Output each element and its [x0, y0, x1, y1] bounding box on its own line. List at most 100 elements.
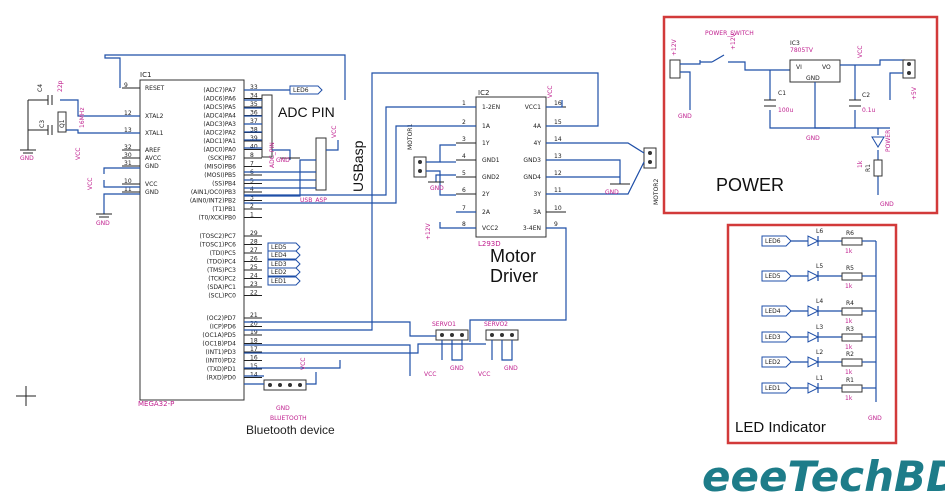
servo1-ref: SERVO1: [432, 321, 456, 328]
led-netlabel-text: LED2: [271, 269, 287, 276]
power-section-frame: [662, 15, 939, 215]
ic2-pin-number: 11: [554, 187, 562, 194]
led-resistor: [841, 358, 863, 367]
ic1-pin-name: (RXD)PD0: [206, 375, 236, 382]
ic1-pin-name: (MOSI)PB5: [204, 172, 236, 179]
r1-power-value: 1k: [857, 160, 864, 168]
led6-net-text: LED6: [293, 87, 309, 94]
resistor-value: 1k: [845, 369, 853, 376]
ic1-pin-name: GND: [145, 189, 159, 196]
ic1-pin-name: XTAL2: [145, 113, 164, 120]
ic1-pin-name: (INT0)PD2: [206, 358, 237, 365]
ic1-pin-name: (T0/XCK)PB0: [198, 215, 236, 222]
led-netlabel-text: LED4: [271, 252, 287, 259]
resistor-ref: R5: [846, 265, 854, 272]
gnd-label-servo2: GND: [504, 365, 518, 372]
ic1-pin-name: (OC1A)PD5: [202, 332, 236, 339]
ic2-pin-name: 3A: [533, 209, 542, 216]
resistor-ref: R2: [846, 351, 854, 358]
ic1-ref: IC1: [140, 71, 151, 79]
ic1-pin-name: (ADC7)PA7: [203, 87, 236, 94]
led-diode-symbol: [807, 382, 820, 394]
gnd-label-ic2-right: GND: [605, 189, 619, 196]
ic1-pin-number: 5: [250, 178, 254, 185]
ic1-pin-name: (T1)PB1: [212, 206, 236, 213]
led-ref: L3: [816, 324, 823, 331]
power-circuit: +12V GND POWER_SWITCH +12V IC3 7805TV VI…: [669, 30, 918, 208]
gnd-label-servo1: GND: [450, 365, 464, 372]
ic2-pin-name: 2A: [482, 209, 491, 216]
ic2-pin-name: 1Y: [482, 140, 490, 147]
ic2-ref: IC2: [478, 89, 489, 97]
led-diode-symbol: [807, 305, 820, 317]
led-netlabel-flag: [267, 276, 301, 286]
crystal-circuit: GND C4 22p C3 Q1 16MHz: [20, 54, 346, 162]
ic2-pin-number: 15: [554, 119, 562, 126]
led-input-flag: [761, 270, 792, 282]
c4-value: 22p: [57, 80, 64, 92]
ic1-pin-name: (ADC4)PA4: [203, 113, 236, 120]
ic1-pin-number: 14: [250, 372, 258, 379]
ic2-pin-name: 3Y: [534, 191, 542, 198]
resistor-value: 1k: [845, 248, 853, 255]
ic1-pin-number: 30: [124, 152, 132, 159]
resistor-value: 1k: [845, 395, 853, 402]
led-indicator-caption: LED Indicator: [735, 419, 826, 436]
servo2-ref: SERVO2: [484, 321, 508, 328]
ic1-pin-name: (TCK)PC2: [208, 276, 236, 283]
ic1-pin-number: 36: [250, 110, 258, 117]
led-diode-symbol: [807, 356, 820, 368]
ic1-pin-number: 25: [250, 264, 258, 271]
c2-ref: C2: [862, 92, 870, 99]
ic2-pin-name: VCC1: [525, 104, 541, 111]
led-input-text: LED2: [765, 359, 781, 366]
led-resistor: [841, 307, 863, 316]
ic1-pin-number: 11: [124, 186, 132, 193]
ic1-pin-name: (TXD)PD1: [207, 366, 236, 373]
led-input-text: LED4: [765, 308, 781, 315]
ic2-pin-number: 6: [462, 187, 466, 194]
ic2-pin-name: 1A: [482, 123, 491, 130]
ic1-pin-name: (SS)PB4: [212, 181, 236, 188]
ic1-pin-number: 37: [250, 118, 258, 125]
vcc-label-servo1: VCC: [424, 371, 436, 378]
vcc-label-servo2: VCC: [478, 371, 490, 378]
led-resistor: [841, 384, 863, 393]
ic1-pin-number: 34: [250, 93, 258, 100]
ic1-pin-number: 31: [124, 160, 132, 167]
ic1-pin-name: (SCL)PC0: [208, 293, 236, 300]
p12v-label-sw: +12V: [730, 32, 737, 50]
ic1-pin-number: 15: [250, 363, 258, 370]
ic1-pin-name: (ADC5)PA5: [203, 104, 236, 111]
ic1-pin-name: (AIN1/OC0)PB3: [191, 189, 236, 196]
p12v-label-ic2: +12V: [425, 222, 432, 240]
ic2-motor-driver: IC2 L293D 11-2EN21A31Y4GND15GND262Y72A8V…: [456, 89, 566, 248]
led-netlabel-text: LED1: [271, 278, 287, 285]
ic1-pin-name: (ICP)PD6: [210, 324, 236, 331]
led-netlabel-flag: [267, 250, 301, 260]
ic2-pin-number: 13: [554, 153, 562, 160]
usbasp-caption: USBasp: [350, 140, 366, 192]
led-ref: L2: [816, 349, 823, 356]
ic1-pin-name: (OC2)PD7: [207, 315, 237, 322]
crystal-value: 16MHz: [79, 108, 86, 128]
ic1-pin-number: 39: [250, 135, 258, 142]
cursor-crosshair: [16, 386, 36, 406]
led-input-flag: [761, 235, 792, 247]
ic1-pin-name: RESET: [145, 85, 165, 92]
ic1-pin-number: 32: [124, 144, 132, 151]
led-input-flag: [761, 331, 792, 343]
power-switch-ref: POWER_SWITCH: [705, 30, 754, 37]
ic1-pin-number: 40: [250, 144, 258, 151]
ic1-pin-number: 28: [250, 239, 258, 246]
ic2-pin-number: 7: [462, 205, 466, 212]
ic1-pin-number: 13: [124, 127, 132, 134]
led-input-text: LED5: [765, 273, 781, 280]
led-resistor: [841, 272, 863, 281]
ic2-pin-number: 2: [462, 119, 466, 126]
ic1-pin-number: 4: [250, 186, 254, 193]
ic1-pin-name: (ADC2)PA2: [203, 130, 236, 137]
